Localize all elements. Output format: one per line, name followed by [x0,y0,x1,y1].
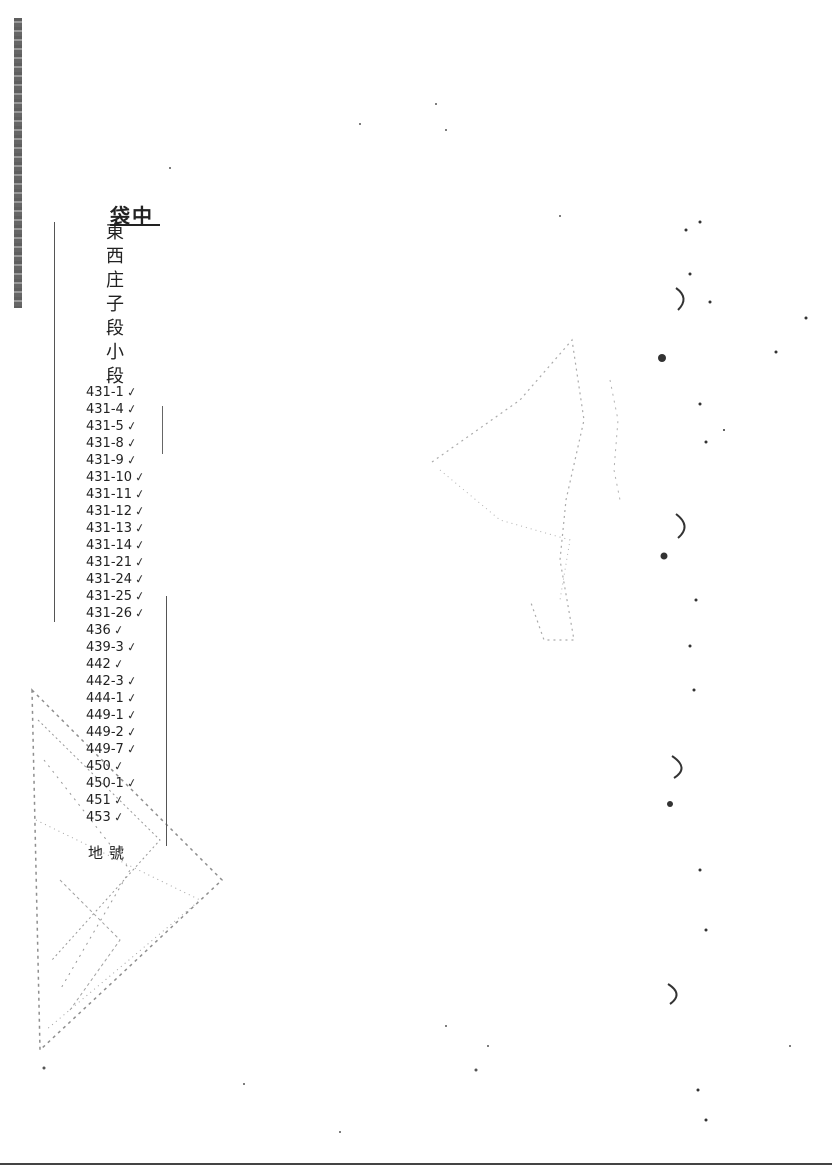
parcel-number: 453 [86,810,111,825]
center-stamp-artifact [431,338,621,641]
parcel-row: 431-5✓ [86,418,145,435]
check-mark-icon: ✓ [125,452,138,468]
parcel-row: 450-1✓ [86,775,145,792]
parcel-row: 449-2✓ [86,724,145,741]
parcel-row: 431-21✓ [86,554,147,571]
check-mark-icon: ✓ [112,809,125,825]
parcel-number: 431-24 [86,572,133,587]
column-footer-label: 地號 [88,844,131,862]
parcel-number: 431-25 [86,589,133,604]
parcel-number: 442-3 [86,674,124,689]
parcel-row: 450✓ [86,758,145,775]
parcel-row: 431-4✓ [86,401,145,418]
check-mark-icon: ✓ [125,690,138,706]
check-mark-icon: ✓ [133,520,147,536]
parcel-row: 444-1✓ [86,690,145,707]
check-mark-icon: ✓ [125,384,138,400]
parcel-number: 431-14 [86,538,133,553]
right-margin-marks [658,220,808,1122]
register-header: 袋中 [110,200,160,228]
check-mark-icon: ✓ [133,588,147,604]
parcel-number: 431-21 [86,555,133,570]
parcel-row: 436✓ [86,622,145,639]
parcel-row: 442✓ [86,656,145,673]
check-mark-icon: ✓ [112,758,125,774]
page-bottom-edge [0,1163,832,1165]
parcel-number: 439-3 [86,640,124,655]
check-mark-icon: ✓ [133,469,147,485]
parcel-row: 439-3✓ [86,639,145,656]
column-right-rule [166,596,167,846]
parcel-row: 431-9✓ [86,452,145,469]
parcel-row: 431-26✓ [86,605,147,622]
parcel-number: 431-1 [86,385,124,400]
parcel-number: 449-2 [86,725,124,740]
check-mark-icon: ✓ [125,673,138,689]
check-mark-icon: ✓ [112,792,125,808]
parcel-row: 431-24✓ [86,571,147,588]
check-mark-icon: ✓ [125,775,138,791]
parcel-row: 431-10✓ [86,469,147,486]
parcel-row: 431-1✓ [86,384,145,401]
parcel-row: 431-11✓ [86,486,147,503]
check-mark-icon: ✓ [133,486,147,502]
parcel-number: 449-1 [86,708,124,723]
check-mark-icon: ✓ [125,435,138,451]
parcel-number: 431-9 [86,453,124,468]
column-mid-rule [162,406,163,454]
scan-specks [42,103,791,1133]
binding-edge [14,18,22,308]
check-mark-icon: ✓ [133,537,147,553]
check-mark-icon: ✓ [112,622,125,638]
parcel-number: 444-1 [86,691,124,706]
check-mark-icon: ✓ [125,418,138,434]
parcel-number-list: 431-1✓431-4✓431-5✓431-8✓431-9✓431-10✓431… [86,384,147,826]
parcel-row: 449-1✓ [86,707,145,724]
check-mark-icon: ✓ [133,503,147,519]
parcel-number: 431-12 [86,504,133,519]
parcel-number: 431-26 [86,606,133,621]
parcel-number: 431-11 [86,487,133,502]
check-mark-icon: ✓ [125,401,138,417]
parcel-row: 453✓ [86,809,145,826]
parcel-row: 431-13✓ [86,520,147,537]
parcel-number: 431-8 [86,436,124,451]
check-mark-icon: ✓ [125,707,138,723]
parcel-row: 449-7✓ [86,741,145,758]
parcel-number: 431-5 [86,419,124,434]
parcel-row: 442-3✓ [86,673,145,690]
parcel-row: 431-25✓ [86,588,147,605]
check-mark-icon: ✓ [125,724,138,740]
parcel-number: 449-7 [86,742,124,757]
parcel-number: 450 [86,759,111,774]
parcel-number: 442 [86,657,111,672]
parcel-number: 450-1 [86,776,124,791]
parcel-row: 431-14✓ [86,537,147,554]
check-mark-icon: ✓ [125,639,138,655]
parcel-number: 431-4 [86,402,124,417]
column-left-rule [54,222,55,622]
parcel-number: 451 [86,793,111,808]
check-mark-icon: ✓ [133,571,147,587]
parcel-number: 431-13 [86,521,133,536]
parcel-number: 436 [86,623,111,638]
check-mark-icon: ✓ [112,656,125,672]
section-name: 東西庄子段小段 [103,222,124,390]
check-mark-icon: ✓ [125,741,138,757]
parcel-row: 431-12✓ [86,503,147,520]
parcel-number: 431-10 [86,470,133,485]
check-mark-icon: ✓ [133,554,147,570]
fold-stamp-artifact [31,688,224,1052]
check-mark-icon: ✓ [133,605,147,621]
parcel-row: 431-8✓ [86,435,145,452]
parcel-row: 451✓ [86,792,145,809]
